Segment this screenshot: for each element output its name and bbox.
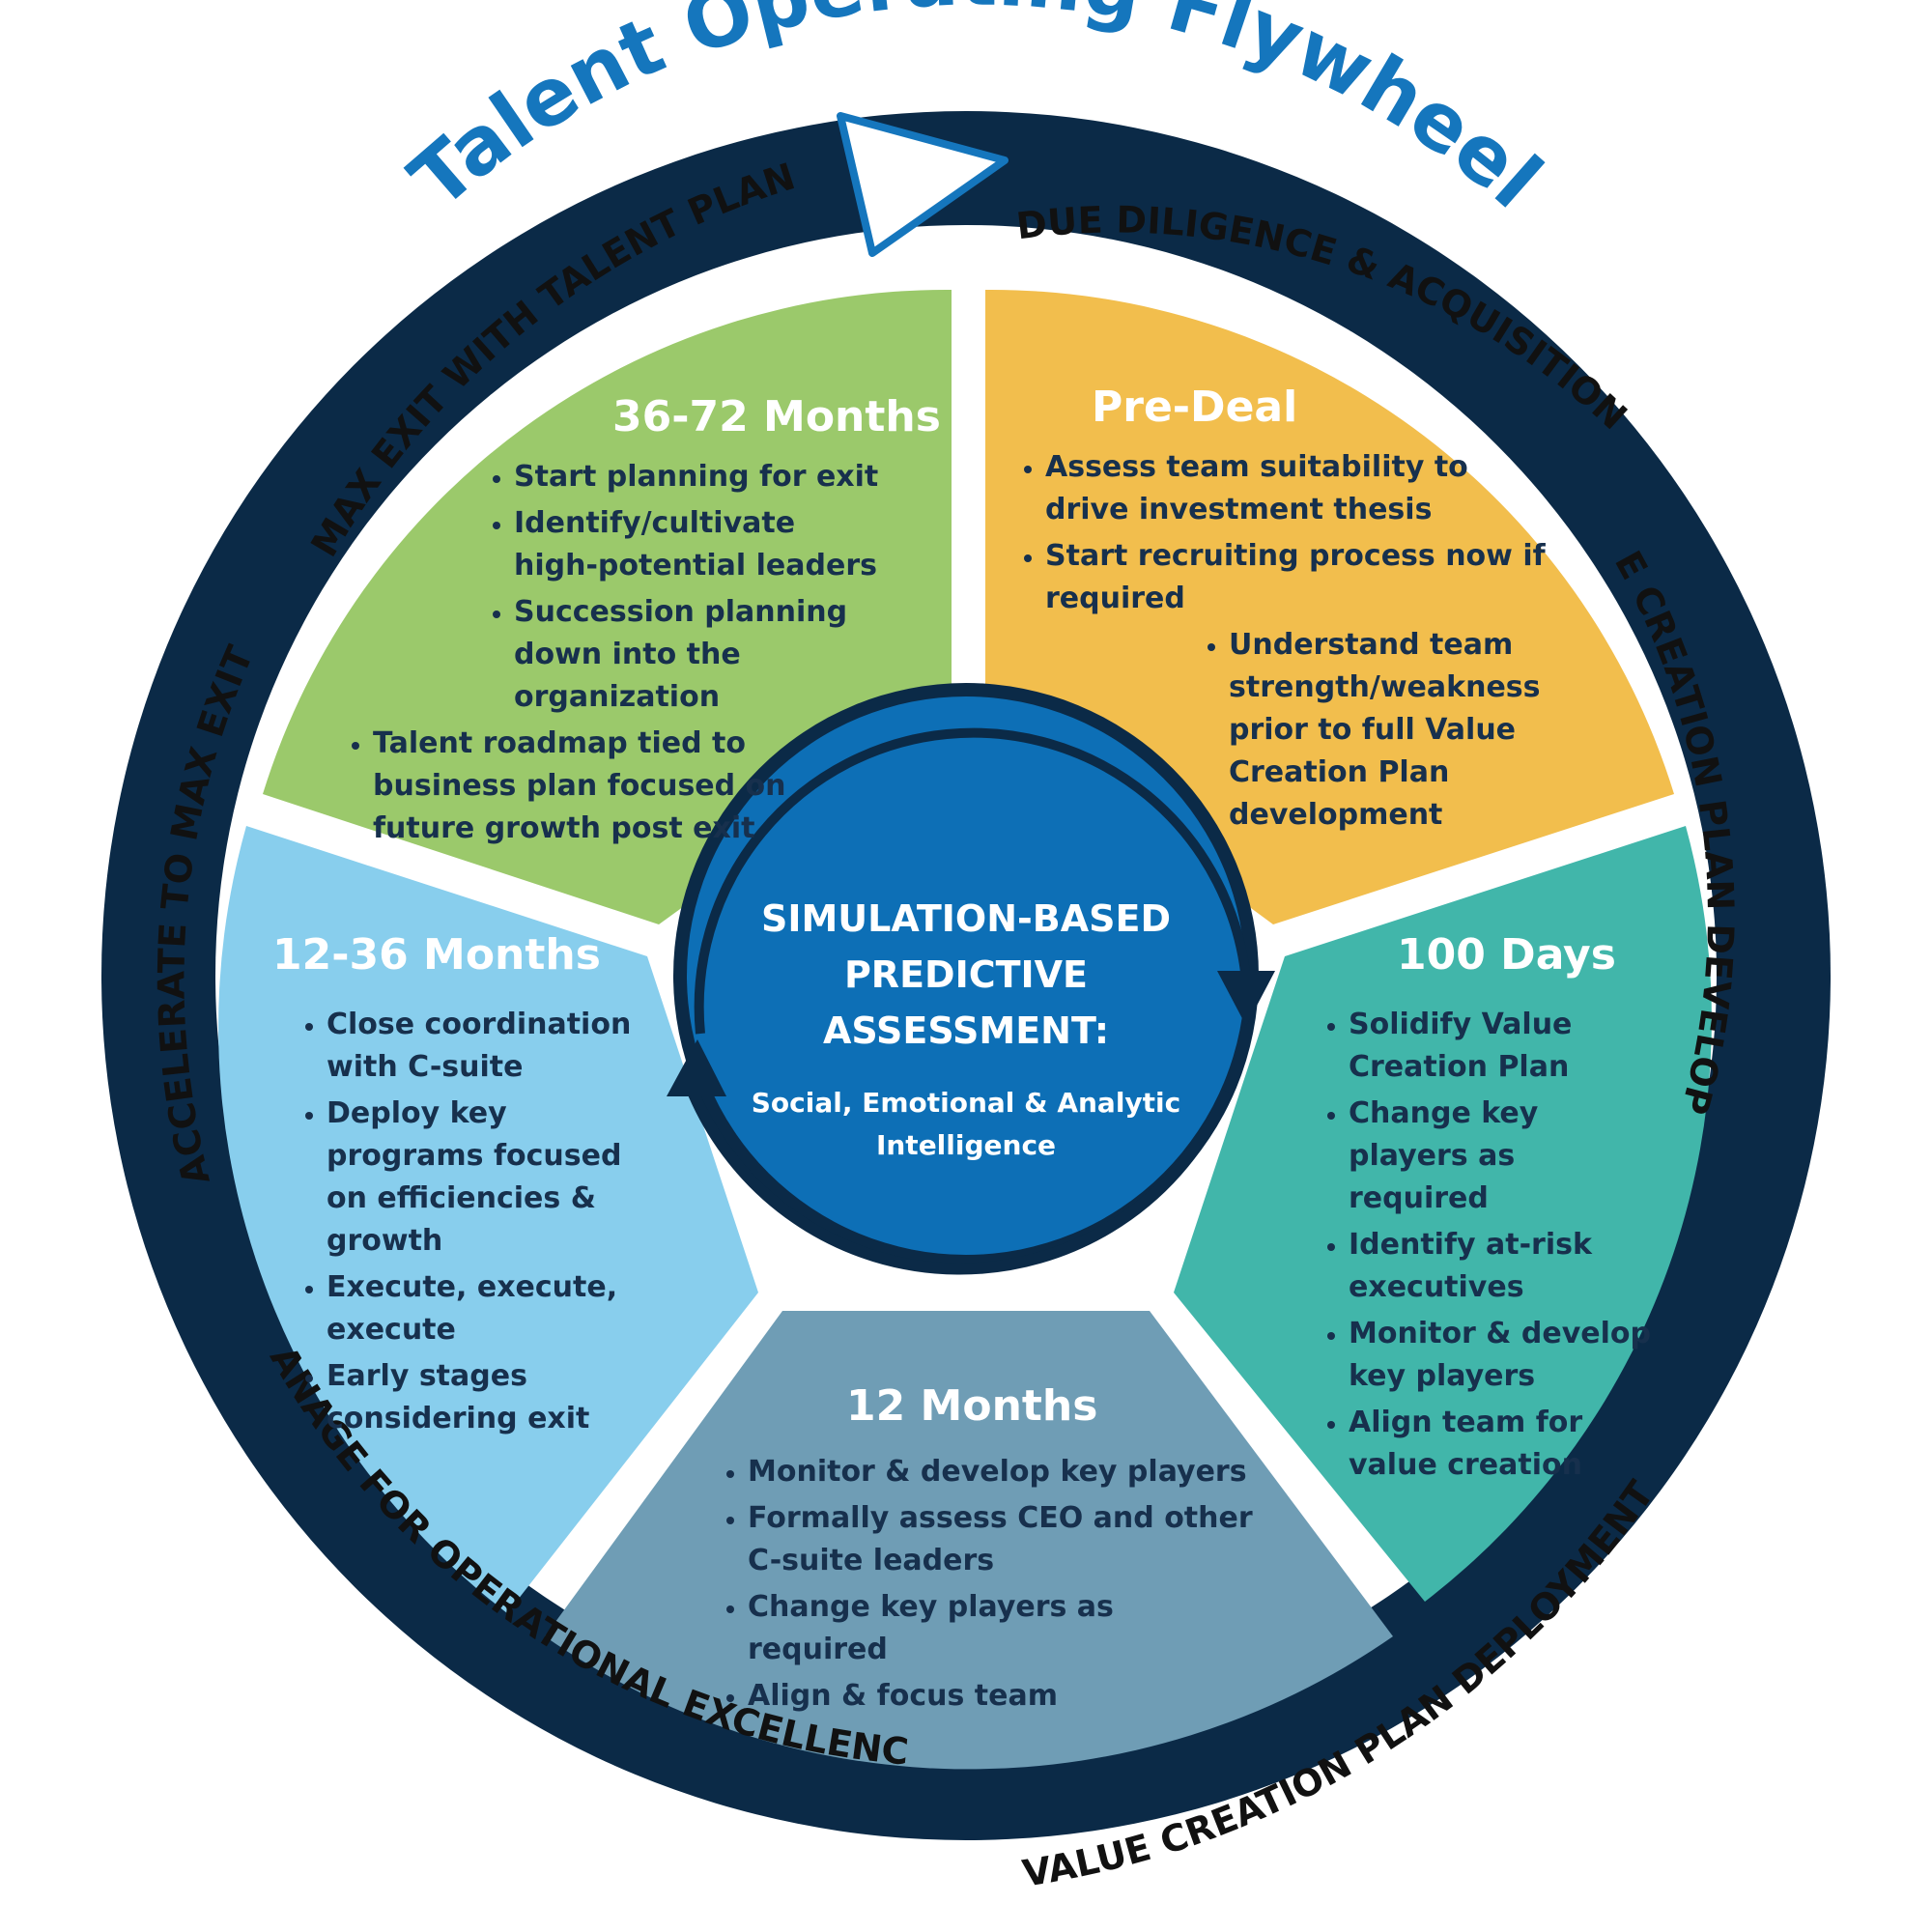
list-item: Close coordination with C-suite: [327, 1004, 659, 1089]
center-circle: [687, 696, 1245, 1255]
list-item: Monitor & develop key players: [748, 1451, 1256, 1493]
list-item: Align team for value creation: [1349, 1402, 1652, 1487]
panel-title-pre-deal: Pre-Deal: [1092, 383, 1298, 432]
list-item: Deploy key programs focused on efficienc…: [327, 1093, 659, 1263]
center-arc-bottom: [685, 1084, 1233, 1275]
list-item: Identify at-risk executives: [1349, 1224, 1652, 1309]
list-item: Understand team strength/weakness prior …: [1229, 624, 1557, 837]
center-arrow-left-icon: [667, 1039, 726, 1096]
list-item: Early stages considering exit: [327, 1355, 659, 1440]
panel-title-12-36-months: 12-36 Months: [272, 930, 601, 980]
36-72-months-list-a: Start planning for exit Identify/cultiva…: [340, 456, 920, 719]
center-subtitle: Social, Emotional & Analytic Intelligenc…: [751, 1087, 1181, 1161]
list-item: Monitor & develop key players: [1349, 1313, 1652, 1398]
36-72-months-list-b: Talent roadmap tied to business plan foc…: [340, 723, 798, 850]
panel-title-36-72-months: 36-72 Months: [612, 392, 941, 441]
12-36-months-list: Close coordination with C-suite Deploy k…: [272, 1004, 659, 1440]
panel-pre-deal: Pre-Deal Assess team suitability to driv…: [1012, 384, 1553, 840]
pre-deal-list: Assess team suitability to drive investm…: [1012, 446, 1553, 837]
panel-12-36-months: 12-36 Months Close coordination with C-s…: [272, 930, 659, 1444]
list-item: Talent roadmap tied to business plan foc…: [373, 723, 798, 850]
12-months-list: Monitor & develop key players Formally a…: [715, 1451, 1256, 1718]
panel-12-months: 12 Months Monitor & develop key players …: [715, 1381, 1256, 1721]
panel-100-days: 100 Days Solidify Value Creation Plan Ch…: [1316, 930, 1652, 1491]
list-item: Execute, execute, execute: [327, 1266, 659, 1351]
segment-100-days: [1174, 826, 1712, 1602]
center-arc-top: [694, 727, 1251, 1035]
segment-12-36-months: [218, 826, 758, 1613]
center-arrow-right-icon: [1217, 971, 1275, 1026]
list-item: Identify/cultivate high-potential leader…: [514, 502, 881, 587]
list-item: Succession planning down into the organi…: [514, 591, 920, 719]
list-item: Start recruiting process now if required: [1045, 535, 1553, 620]
ring-arrowhead-icon: [837, 112, 1009, 257]
center-title: SIMULATION-BASED PREDICTIVE ASSESSMENT:: [760, 897, 1172, 1052]
panel-36-72-months: 36-72 Months Start planning for exit Ide…: [340, 392, 941, 854]
list-item: Align & focus team: [748, 1675, 1256, 1718]
list-item: Solidify Value Creation Plan: [1349, 1004, 1652, 1089]
list-item: Change key players as required: [1349, 1093, 1652, 1220]
list-item: Change key players as required: [748, 1586, 1256, 1671]
100-days-list: Solidify Value Creation Plan Change key …: [1316, 1004, 1652, 1487]
list-item: Assess team suitability to drive investm…: [1045, 446, 1553, 531]
center-label: SIMULATION-BASED PREDICTIVE ASSESSMENT: …: [705, 891, 1227, 1167]
panel-title-12-months: 12 Months: [846, 1381, 1098, 1431]
panel-title-100-days: 100 Days: [1397, 930, 1616, 980]
segment-12-months: [545, 1311, 1393, 1770]
list-item: Formally assess CEO and other C-suite le…: [748, 1497, 1256, 1582]
list-item: Start planning for exit: [514, 456, 920, 498]
